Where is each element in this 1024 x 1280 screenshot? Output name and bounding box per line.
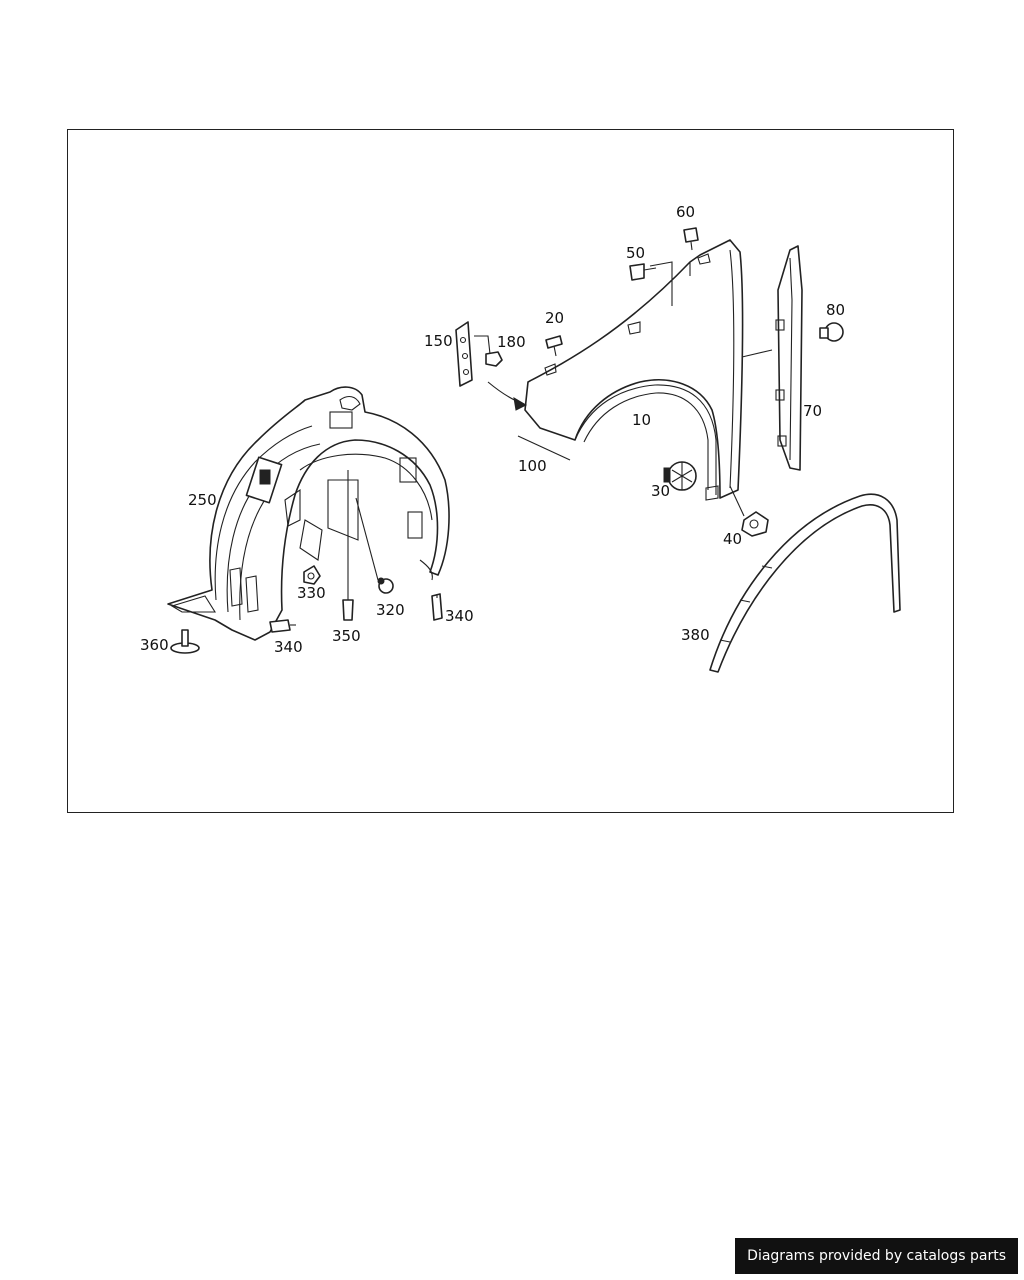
screw-360 [170,629,200,654]
callout-340-right: 340 [445,607,474,625]
credit-badge: Diagrams provided by catalogs parts [735,1238,1018,1274]
bracket-150 [455,321,473,387]
direction-arrow [487,381,528,411]
nut-330 [303,565,321,585]
clip-340-left [269,619,296,633]
callout-330: 330 [297,584,326,602]
callout-100: 100 [518,457,547,475]
diagram-frame [67,129,954,813]
callout-20: 20 [545,309,564,327]
nut-180 [485,351,503,367]
callout-40: 40 [723,530,742,548]
callout-250: 250 [188,491,217,509]
nut-40 [741,511,769,537]
callout-180: 180 [497,333,526,351]
callout-80: 80 [826,301,845,319]
screw-350 [342,599,354,621]
screw-60 [683,227,699,251]
wheel-arch-molding [709,493,901,673]
callout-150: 150 [424,332,453,350]
callout-320: 320 [376,601,405,619]
callout-50: 50 [626,244,645,262]
callout-labels: 60 50 20 80 150 180 70 10 100 30 250 40 … [140,203,845,656]
screw-80 [819,322,844,342]
callout-30: 30 [651,482,670,500]
callout-340-left: 340 [274,638,303,656]
grommet-30 [663,461,697,491]
callout-350: 350 [332,627,361,645]
callout-10: 10 [632,411,651,429]
fender-edge-line [517,435,571,461]
screw-50 [629,263,657,281]
callout-380: 380 [681,626,710,644]
side-trim-strip [775,245,803,471]
screw-20 [545,335,563,357]
callout-360: 360 [140,636,169,654]
callout-60: 60 [676,203,695,221]
clip-320 [377,577,394,594]
leader-lines [347,261,773,600]
credit-text: Diagrams provided by catalogs parts [747,1248,1006,1264]
wheel-arch-liner [167,386,450,641]
callout-70: 70 [803,402,822,420]
clip-340-right [431,593,443,621]
front-fender [524,239,744,501]
